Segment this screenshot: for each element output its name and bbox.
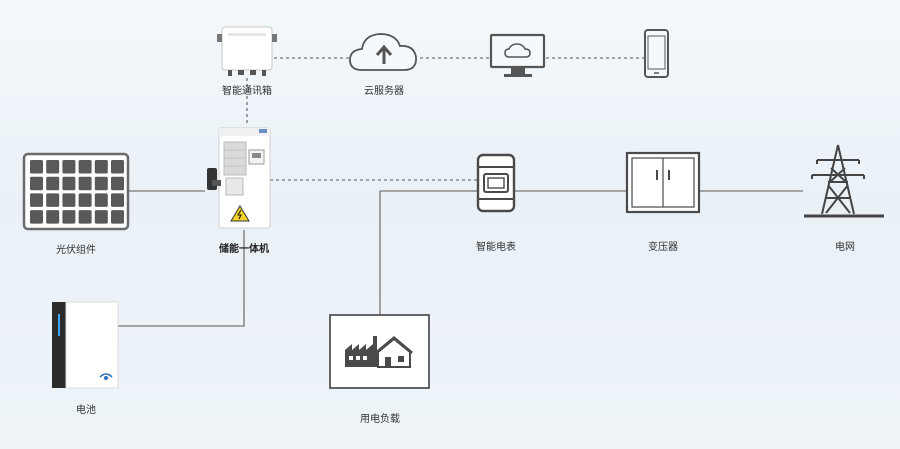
transformer-icon bbox=[625, 151, 701, 214]
electrical-load-label: 用电负载 bbox=[360, 414, 400, 425]
solar-cell bbox=[62, 193, 76, 207]
solar-cell bbox=[78, 160, 92, 174]
solar-cell bbox=[78, 210, 92, 224]
energy-storage-unit-icon bbox=[207, 127, 271, 229]
dashed-connectors bbox=[246, 57, 644, 181]
solar-panel-label: 光伏组件 bbox=[56, 245, 96, 256]
solar-cell bbox=[111, 210, 124, 224]
smartphone-icon bbox=[644, 29, 669, 78]
smart-meter-label: 智能电表 bbox=[476, 242, 516, 253]
solar-cell bbox=[46, 176, 60, 191]
solar-panel-icon bbox=[22, 152, 130, 231]
battery-icon bbox=[52, 301, 119, 389]
energy-storage-unit-label: 储能一体机 bbox=[219, 244, 269, 255]
solar-cell-grid bbox=[30, 160, 124, 224]
solar-cell bbox=[111, 193, 124, 207]
connectors bbox=[118, 190, 803, 327]
solar-cell bbox=[78, 176, 92, 191]
electrical-load-icon bbox=[329, 314, 430, 389]
solar-cell bbox=[111, 160, 124, 174]
battery-label: 电池 bbox=[76, 405, 96, 416]
power-grid-tower-icon bbox=[804, 144, 884, 218]
solar-cell bbox=[46, 160, 60, 174]
smart-meter-icon bbox=[476, 153, 516, 213]
solar-cell bbox=[30, 210, 43, 224]
solar-cell bbox=[46, 210, 60, 224]
solar-cell bbox=[111, 176, 124, 191]
solar-cell bbox=[94, 160, 108, 174]
cloud-server-label: 云服务器 bbox=[364, 86, 404, 97]
solar-cell bbox=[94, 176, 108, 191]
comm-box-label: 智能通讯箱 bbox=[222, 86, 272, 97]
solar-cell bbox=[78, 193, 92, 207]
smart-comm-box-icon bbox=[217, 26, 277, 76]
solar-cell bbox=[62, 160, 76, 174]
solar-cell bbox=[62, 210, 76, 224]
solar-cell bbox=[94, 193, 108, 207]
battery-to-ess-line bbox=[118, 230, 245, 327]
power-grid-label: 电网 bbox=[835, 242, 855, 253]
solar-cell bbox=[62, 176, 76, 191]
solar-cell bbox=[30, 176, 43, 191]
solar-cell bbox=[30, 160, 43, 174]
transformer-label: 变压器 bbox=[648, 242, 678, 253]
solar-cell bbox=[94, 210, 108, 224]
solar-cell bbox=[30, 193, 43, 207]
cloud-server-icon bbox=[349, 33, 417, 71]
monitor-icon bbox=[489, 33, 546, 77]
solar-cell bbox=[46, 193, 60, 207]
